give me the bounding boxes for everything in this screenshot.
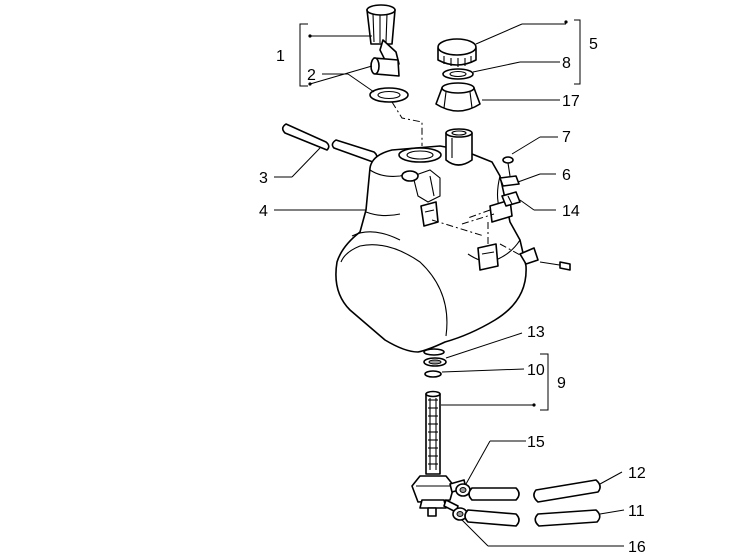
filler-cap-part [437, 38, 477, 67]
side-mount-screw [519, 247, 571, 271]
callout-13: 13 [527, 324, 545, 341]
outlet-nut-part-13 [423, 357, 447, 367]
fuel-tap-part-9 [411, 390, 467, 517]
filler-neck-seal-part [435, 82, 481, 112]
gasket-part [369, 87, 409, 103]
callout-16: 16 [628, 539, 646, 553]
fuel-gauge-sender-part [366, 4, 400, 77]
callout-12: 12 [628, 465, 646, 482]
screw-part-7 [502, 156, 514, 177]
callout-3: 3 [259, 170, 268, 187]
hose-part-3 [281, 123, 378, 163]
callout-17: 17 [562, 93, 580, 110]
callout-8: 8 [562, 55, 571, 72]
assembly-axes [391, 101, 523, 257]
seal-part [442, 68, 474, 80]
callout-1: 1 [276, 48, 285, 65]
clip-part-14 [501, 191, 521, 207]
washer-part-6 [499, 175, 520, 187]
o-ring-part-10 [424, 370, 442, 378]
callout-6: 6 [562, 167, 571, 184]
hose-part-11 [464, 509, 601, 527]
callout-11: 11 [628, 503, 645, 520]
callout-5: 5 [589, 36, 598, 53]
callout-7: 7 [562, 129, 571, 146]
callout-labels: 1 2 3 4 5 6 7 8 9 10 11 12 13 14 15 16 1… [259, 36, 646, 553]
hose-part-12 [468, 479, 601, 503]
hose-clamp-part-15 [455, 483, 471, 497]
callout-9: 9 [557, 375, 566, 392]
fuel-tank-part [335, 128, 527, 356]
leader-lines [274, 19, 625, 547]
callout-4: 4 [259, 203, 268, 220]
callout-15: 15 [527, 434, 545, 451]
callout-14: 14 [562, 203, 580, 220]
callout-2: 2 [307, 67, 316, 84]
callout-10: 10 [527, 362, 545, 379]
